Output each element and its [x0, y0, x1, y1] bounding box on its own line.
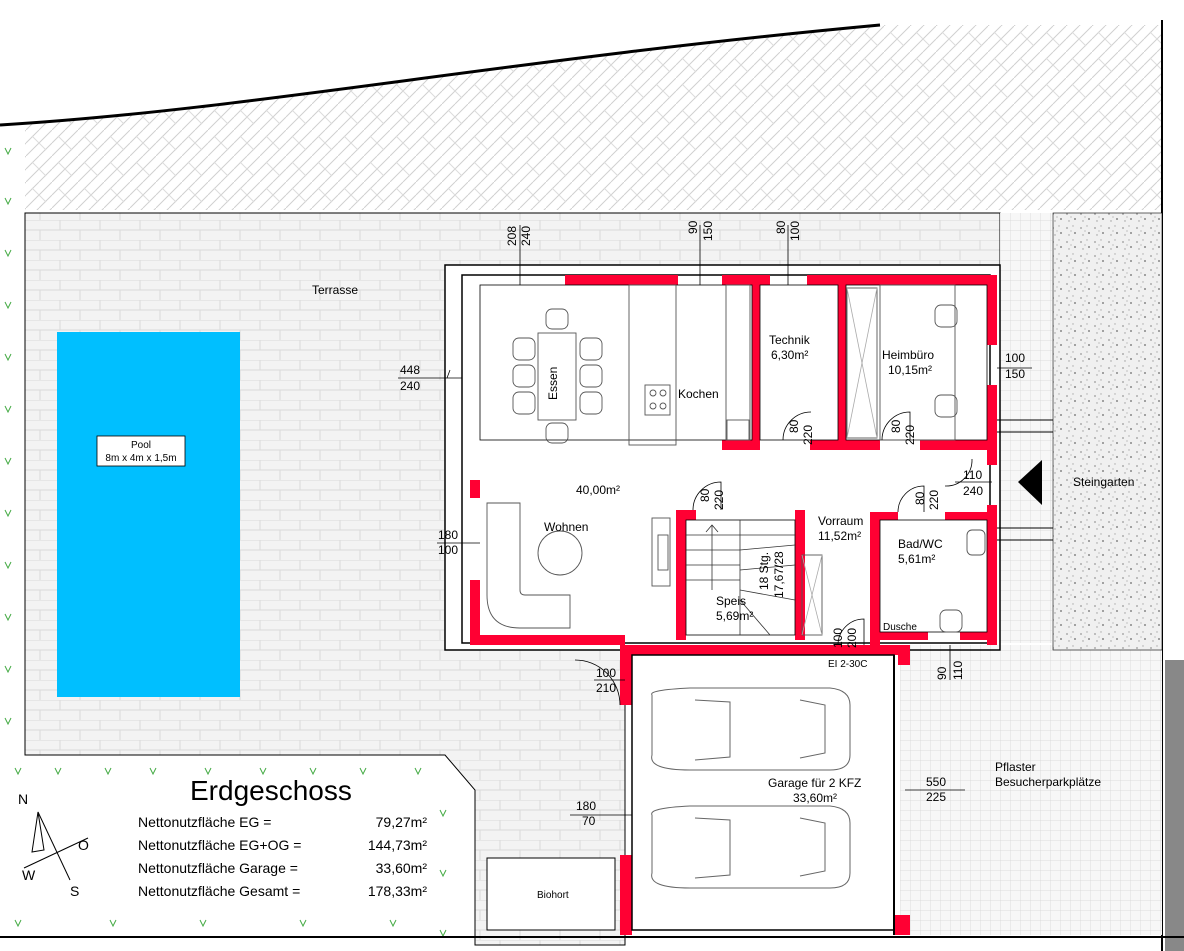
dim-180-garage: 180 [576, 799, 596, 813]
sofa [486, 502, 571, 629]
summary-value-3: 33,60m² [376, 860, 428, 876]
compass-s: S [70, 883, 79, 899]
dim-150-right: 150 [1005, 367, 1025, 381]
compass-icon [23, 811, 89, 881]
entrance-marker [1018, 460, 1042, 505]
dim-240-right: 240 [963, 484, 983, 498]
garage-interior [632, 655, 894, 930]
label-biohort: Biohort [537, 890, 569, 901]
label-parkplaetze: Besucherparkplätze [995, 775, 1101, 789]
steingarten-area [1052, 212, 1163, 651]
label-kochen: Kochen [678, 387, 719, 401]
dim-208: 208 [505, 226, 519, 246]
dim-225: 225 [926, 790, 946, 804]
dim-90-top: 90 [686, 220, 700, 234]
lawn-marks [4, 147, 447, 938]
doors [574, 411, 973, 706]
label-speis: Speis [716, 594, 746, 608]
summary-label-1: Nettonutzfläche EG = [138, 814, 271, 830]
dim-550: 550 [926, 775, 946, 789]
dim-220-buero: 220 [903, 425, 917, 445]
label-heimbuero-area: 10,15m² [888, 363, 932, 377]
dim-100-left: 100 [438, 543, 458, 557]
label-wohn-area: 40,00m² [576, 483, 620, 497]
dim-150-top: 150 [701, 221, 715, 241]
dim-100-right: 100 [1005, 351, 1025, 365]
dim-80-technik: 80 [787, 419, 801, 433]
paving-area [1000, 213, 1052, 643]
dim-210-garage: 210 [596, 681, 616, 695]
label-essen: Essen [546, 367, 560, 400]
label-pflaster: Pflaster [995, 760, 1036, 774]
dim-80-bad: 80 [913, 491, 927, 505]
label-stair-ratio: 17,67/28 [772, 551, 786, 598]
dim-100-top: 100 [788, 221, 802, 241]
house-interior [470, 275, 995, 645]
dining-chairs [512, 308, 603, 444]
label-technik: Technik [769, 333, 811, 347]
biohort-shed [486, 857, 616, 931]
coffee-table [537, 530, 583, 576]
staircase [686, 520, 796, 636]
dim-240-top: 240 [519, 226, 533, 246]
car-top [651, 687, 851, 771]
label-garage-area: 33,60m² [793, 791, 837, 805]
pool-label-box [96, 435, 186, 467]
label-vorraum-area: 11,52m² [818, 529, 861, 543]
dim-80-speis: 80 [698, 488, 712, 502]
plan-title: Erdgeschoss [190, 775, 352, 806]
summary-label-2: Nettonutzfläche EG+OG = [138, 837, 301, 853]
compass-w: W [22, 867, 36, 883]
label-bad: Bad/WC [898, 537, 943, 551]
dim-448: 448 [400, 363, 420, 377]
compass-n: N [18, 791, 28, 807]
summary-value-2: 144,73m² [368, 837, 427, 853]
label-technik-area: 6,30m² [771, 348, 808, 362]
label-dusche: Dusche [883, 622, 917, 633]
summary-label-3: Nettonutzfläche Garage = [138, 860, 298, 876]
label-speis-area: 5,69m² [716, 609, 753, 623]
label-bad-area: 5,61m² [898, 552, 935, 566]
pool-size-label: 8m x 4m x 1,5m [105, 453, 176, 464]
label-door-rating: EI 2-30C [828, 659, 867, 670]
car-bottom [651, 805, 851, 889]
dim-100-garage: 100 [596, 666, 616, 680]
dim-110-bottom: 110 [951, 661, 965, 680]
slope-area [0, 25, 1162, 210]
pool-label: Pool [131, 440, 151, 451]
dim-220-technik: 220 [801, 425, 815, 445]
dim-100-door: 100 [831, 628, 845, 648]
label-terrasse: Terrasse [312, 283, 358, 297]
dim-240-left: 240 [400, 379, 420, 393]
walls [470, 275, 997, 935]
label-stair-steps: 18 Stg. [757, 552, 771, 590]
slope-edge [0, 23, 881, 127]
dim-80-buero: 80 [889, 419, 903, 433]
pool [57, 332, 240, 697]
label-garage: Garage für 2 KFZ [768, 776, 861, 790]
dining-table [537, 332, 577, 421]
dim-220-speis: 220 [712, 490, 726, 510]
label-steingarten: Steingarten [1073, 475, 1134, 489]
label-heimbuero: Heimbüro [882, 348, 934, 362]
label-wohnen: Wohnen [544, 520, 588, 534]
summary-label-4: Nettonutzfläche Gesamt = [138, 883, 300, 899]
summary-value-1: 79,27m² [376, 814, 428, 830]
compass-o: O [78, 837, 89, 853]
dim-200-door: 200 [845, 628, 859, 648]
dim-180-left: 180 [438, 528, 458, 542]
dim-70-garage: 70 [582, 814, 596, 828]
dim-110-right: 110 [963, 468, 982, 482]
dim-80-top: 80 [774, 220, 788, 234]
summary-value-4: 178,33m² [368, 883, 427, 899]
label-vorraum: Vorraum [818, 514, 863, 528]
dim-90-bottom: 90 [935, 666, 949, 680]
dim-220-bad: 220 [927, 490, 941, 510]
